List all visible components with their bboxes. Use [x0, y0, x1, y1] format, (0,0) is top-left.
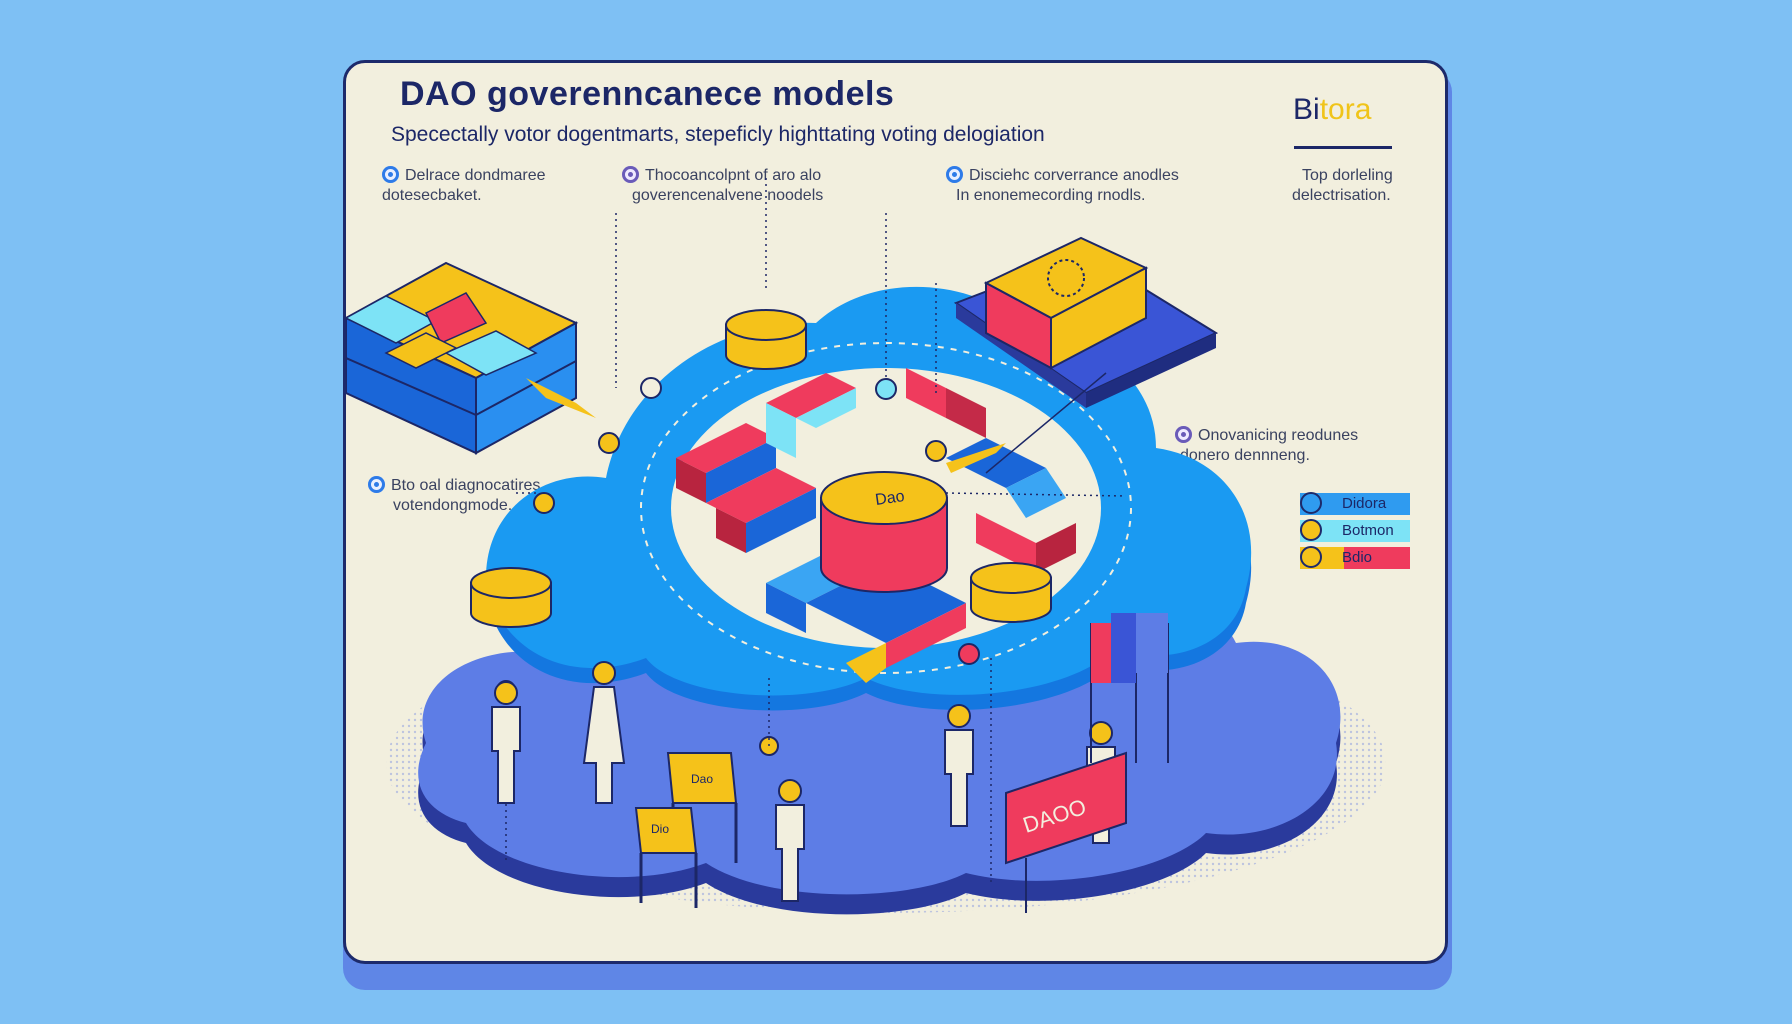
chair-back-label: Dao: [691, 772, 713, 786]
person-figure: [944, 704, 974, 827]
coin-left: [470, 567, 552, 628]
legend-swatch: [1300, 519, 1322, 541]
person-figure: [491, 681, 521, 804]
info-dot-icon: [382, 166, 399, 183]
info-dot-icon: [368, 476, 385, 493]
legend-label: Bdio: [1342, 549, 1373, 566]
note-middle-left: Bto oal diagnocatires votendongmode.: [368, 476, 540, 516]
center-cylinder-label: Dao: [874, 488, 906, 509]
legend-item-didora: Didora: [1300, 492, 1410, 515]
brand-name-part1: Bi: [1293, 93, 1320, 126]
dao-governance-diagram: Dao: [346, 178, 1386, 915]
note-top-center-right: Disciehc corverrance anodles In enonemec…: [946, 166, 1179, 206]
dao-chair: Dao Dio: [634, 752, 738, 908]
note-top-center-left: Thocoancolpnt of aro alo goverencenalven…: [622, 166, 823, 206]
info-dot-icon: [946, 166, 963, 183]
note-line2: dotesecbaket.: [382, 187, 482, 204]
leader-lines: [505, 178, 1127, 883]
note-line2: In enonemecording rnodls.: [956, 187, 1146, 204]
page-subtitle: Specectally votor dogentmarts, stepeficl…: [391, 123, 1045, 146]
brand-underline: [1294, 146, 1392, 149]
brand-name-part2: tora: [1319, 93, 1372, 126]
block-card-right: [946, 236, 1219, 474]
note-line2: delectrisation.: [1292, 187, 1391, 204]
note-line1: Thocoancolpnt of aro alo: [645, 167, 822, 184]
legend-item-bdio: Bdio: [1300, 546, 1410, 569]
info-dot-icon: [622, 166, 639, 183]
infographic-card: DAO goverenncanece models Specectally vo…: [343, 60, 1448, 964]
note-line1: Bto oal diagnocatires: [391, 477, 541, 494]
note-line2: donero dennneng.: [1180, 447, 1310, 464]
flag-poles: [1090, 613, 1169, 763]
note-line1: Top dorleling: [1302, 167, 1393, 184]
brand-logo: Bitora: [1293, 93, 1371, 127]
note-line1: Delrace dondmaree: [405, 167, 546, 184]
coin-right: [970, 562, 1052, 623]
center-dao-cylinder: Dao: [820, 471, 948, 593]
legend-swatch: [1300, 546, 1322, 568]
note-line1: Disciehc corverrance anodles: [969, 167, 1179, 184]
legend-swatch: [1300, 492, 1322, 514]
coin-top: [725, 309, 807, 370]
note-line2: votendongmode.: [393, 497, 513, 514]
dao-sign: DAOO: [1005, 751, 1127, 913]
legend-item-botmon: Botmon: [1300, 519, 1410, 542]
note-top-left: Delrace dondmaree dotesecbaket.: [382, 166, 546, 206]
legend-label: Botmon: [1342, 522, 1394, 539]
person-figure: [775, 779, 805, 902]
chair-seat-label: Dio: [651, 822, 669, 836]
note-line1: Onovanicing reodunes: [1198, 427, 1359, 444]
page-title: DAO goverenncanece models: [400, 75, 895, 113]
person-figure: [582, 661, 626, 804]
note-line2: goverencenalvene noodels: [632, 187, 824, 204]
block-stack-left: [346, 261, 596, 455]
info-dot-icon: [1175, 426, 1192, 443]
note-middle-right: Onovanicing reodunes donero dennneng.: [1175, 426, 1358, 466]
note-top-right: Top dorleling delectrisation.: [1292, 166, 1393, 206]
legend-label: Didora: [1342, 495, 1387, 512]
